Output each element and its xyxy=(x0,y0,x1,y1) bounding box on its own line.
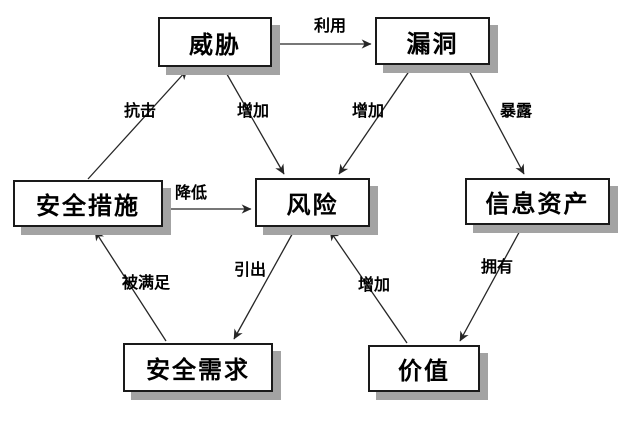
node-value: 价值 xyxy=(368,345,480,392)
node-risk-label: 风险 xyxy=(286,192,339,219)
edge-inc-value-line xyxy=(329,230,408,344)
edge-label-resist: 抗击 xyxy=(123,103,157,120)
edge-label-increase-value: 增加 xyxy=(357,277,391,294)
edge-label-reduce: 降低 xyxy=(174,185,208,202)
node-information-assets: 信息资产 xyxy=(465,178,610,225)
node-information-assets-label: 信息资产 xyxy=(485,191,590,218)
edge-label-expose: 暴露 xyxy=(499,103,533,120)
edge-label-increase-threat: 增加 xyxy=(236,103,270,120)
node-security-requirements: 安全需求 xyxy=(123,343,273,392)
edge-inc-threat-line xyxy=(223,68,285,175)
edge-satisfied-line xyxy=(94,230,167,342)
edge-inc-vuln-line xyxy=(338,66,413,175)
node-vulnerability-label: 漏洞 xyxy=(406,30,459,58)
node-security-measures: 安全措施 xyxy=(13,180,163,227)
node-security-measures-label: 安全措施 xyxy=(36,193,140,220)
node-value-label: 价值 xyxy=(398,358,450,385)
node-threat: 威胁 xyxy=(158,17,272,67)
node-threat-label: 威胁 xyxy=(189,31,241,59)
edge-label-satisfied-by: 被满足 xyxy=(121,275,171,292)
edge-resist-line xyxy=(87,69,188,180)
node-vulnerability: 漏洞 xyxy=(375,17,490,65)
edge-own-line xyxy=(459,226,523,342)
edge-label-lead-to: 引出 xyxy=(233,262,267,279)
edge-label-own: 拥有 xyxy=(480,259,514,276)
edge-label-exploit: 利用 xyxy=(313,18,347,35)
node-security-requirements-label: 安全需求 xyxy=(146,357,250,384)
edge-expose-line xyxy=(466,66,525,175)
edge-label-increase-vuln: 增加 xyxy=(351,103,385,120)
edge-lead-line xyxy=(233,228,296,340)
node-risk: 风险 xyxy=(255,178,370,227)
